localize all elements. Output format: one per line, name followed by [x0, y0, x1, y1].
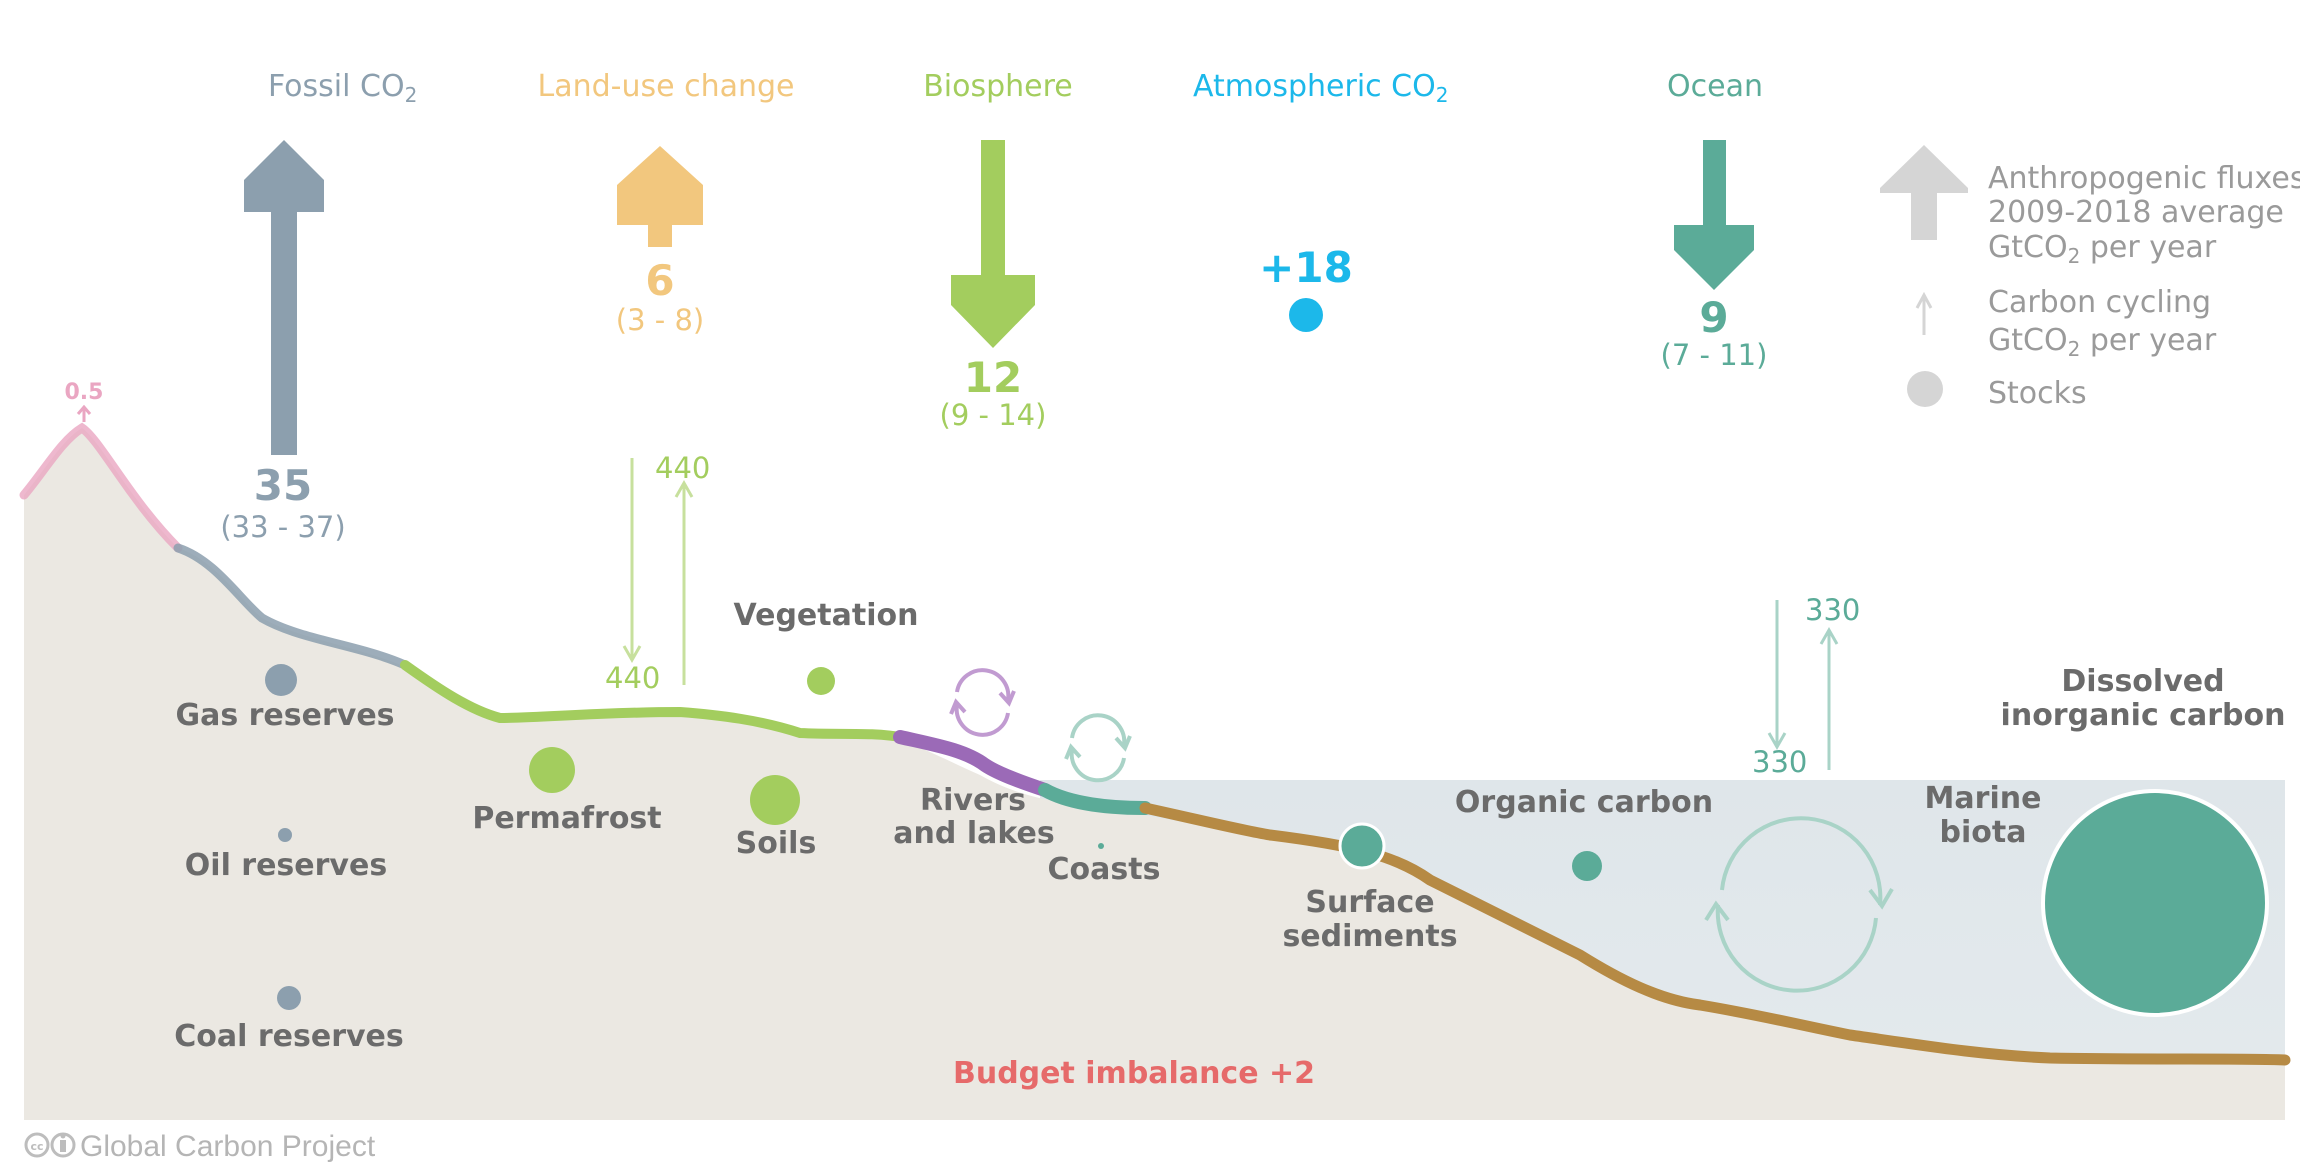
landuse-flux-arrow: [617, 146, 703, 247]
gas-reserves-dot: [265, 664, 297, 696]
header-ocean: Ocean: [1667, 69, 1763, 104]
atmospheric-flux-value: +18: [1259, 243, 1353, 292]
gas-reserves-label: Gas reserves: [175, 698, 394, 733]
ocean-flux-value: 9: [1699, 293, 1728, 342]
fossil-flux-value: 35: [254, 461, 312, 510]
rivers-lakes-label-1: Rivers: [920, 783, 1026, 818]
dissolved-inorganic-carbon-dot: [2041, 789, 2269, 1017]
header-fossil: Fossil CO2: [268, 69, 417, 107]
ocean-cycling-up-value: 330: [1805, 593, 1860, 627]
legend-anthropogenic-line-3: GtCO2 per year: [1988, 230, 2217, 268]
budget-imbalance-label: Budget imbalance +2: [953, 1056, 1315, 1091]
oil-reserves-label: Oil reserves: [185, 848, 387, 883]
ocean-flux-range: (7 - 11): [1661, 338, 1768, 372]
ocean-cycling-arrows: [1767, 600, 1839, 770]
soils-label: Soils: [736, 826, 817, 861]
river-surface: [893, 730, 1052, 797]
legend-anthropogenic-arrow-icon: [1880, 145, 1968, 240]
fossil-flux-range: (33 - 37): [220, 510, 345, 544]
oil-reserves-dot: [278, 828, 292, 842]
legend-cycling-line-1: Carbon cycling: [1988, 285, 2211, 320]
svg-text:cc: cc: [30, 1140, 43, 1153]
biosphere-flux-range: (9 - 14): [940, 398, 1047, 432]
cc-license-icon: cc: [24, 1132, 76, 1158]
marine-biota-label-1: Marine: [1925, 781, 2042, 816]
credit-label: Global Carbon Project: [80, 1130, 376, 1163]
surface-sediments-label-2: sediments: [1282, 919, 1457, 954]
landuse-flux-value: 6: [645, 256, 674, 305]
volcanic-flux-value: 0.5: [65, 380, 104, 405]
legend-anthropogenic-line-2: 2009-2018 average: [1988, 195, 2284, 230]
surface-sediments-label-1: Surface: [1305, 885, 1434, 920]
legend-stocks-label: Stocks: [1988, 376, 2087, 411]
rivers-lakes-label-2: and lakes: [893, 816, 1054, 851]
fossil-flux-arrow: [244, 140, 324, 455]
biosphere-flux-arrow: [951, 140, 1035, 348]
biosphere-flux-value: 12: [964, 353, 1022, 402]
ocean-flux-arrow: [1674, 140, 1754, 290]
rivers-cycle-icon: [949, 668, 1016, 737]
header-biosphere: Biosphere: [923, 69, 1073, 104]
header-landuse: Land-use change: [537, 69, 794, 104]
coasts-dot: [1098, 843, 1104, 849]
coasts-cycle-icon: [1064, 713, 1132, 783]
dissolved-inorganic-carbon-label-1: Dissolved: [2061, 664, 2224, 699]
land-surface: [400, 660, 905, 742]
legend-anthropogenic-line-1: Anthropogenic fluxes: [1988, 161, 2300, 196]
legend-cycling-arrow-icon: [1915, 291, 1933, 335]
land-cycling-up-value: 440: [655, 451, 710, 485]
vegetation-dot: [807, 667, 835, 695]
land-cycling-down-value: 440: [605, 661, 660, 695]
dissolved-inorganic-carbon-label-2: inorganic carbon: [2001, 698, 2286, 733]
organic-carbon-label: Organic carbon: [1455, 785, 1713, 820]
land-cycling-arrows: [622, 458, 694, 685]
legend-cycling-line-2: GtCO2 per year: [1988, 323, 2217, 361]
ocean-cycling-down-value: 330: [1752, 745, 1807, 779]
permafrost-dot: [529, 747, 575, 793]
coal-reserves-label: Coal reserves: [174, 1019, 404, 1054]
legend-stocks-dot-icon: [1907, 371, 1943, 407]
organic-carbon-dot: [1572, 851, 1602, 881]
vegetation-label: Vegetation: [734, 598, 919, 633]
landuse-flux-range: (3 - 8): [616, 303, 704, 337]
header-atmospheric: Atmospheric CO2: [1193, 69, 1448, 107]
surface-sediments-dot: [1338, 822, 1386, 870]
land-mass: [24, 428, 2285, 1120]
fossil-surface: [173, 543, 410, 670]
permafrost-label: Permafrost: [472, 801, 661, 836]
coasts-label: Coasts: [1048, 852, 1161, 887]
coast-surface: [1038, 783, 1152, 815]
volcano-surface: [19, 422, 183, 553]
soils-dot: [750, 775, 800, 825]
atmospheric-stock-dot: [1289, 298, 1323, 332]
seafloor-surface: [1139, 802, 2291, 1066]
coal-reserves-dot: [277, 986, 301, 1010]
marine-biota-label-2: biota: [1940, 815, 2027, 850]
ocean-cycle-icon: [1704, 816, 1894, 993]
volcanic-flux-arrow: [76, 404, 92, 422]
